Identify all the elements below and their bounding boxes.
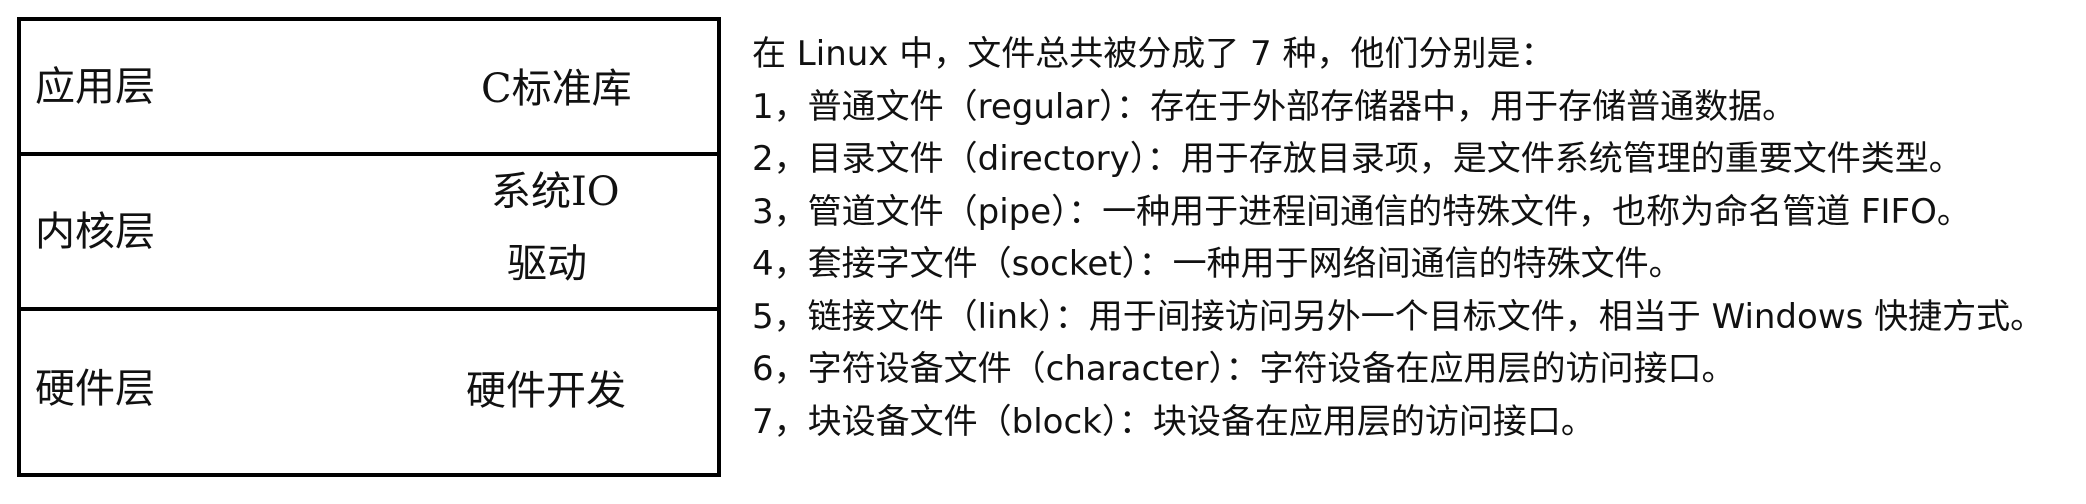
list-item: 4，套接字文件（socket）：一种用于网络间通信的特殊文件。 — [752, 244, 1683, 284]
file-types-description: 在 Linux 中，文件总共被分成了 7 种，他们分别是： 1，普通文件（reg… — [752, 28, 2082, 448]
layer-name: 硬件层 — [35, 366, 155, 412]
table-row-kernel: 内核层 系统IO 驱动 — [21, 156, 717, 311]
layer-table: 应用层 C标准库 内核层 系统IO 驱动 硬件层 硬件开发 — [17, 17, 721, 477]
description-intro: 在 Linux 中，文件总共被分成了 7 种，他们分别是： — [752, 34, 1555, 74]
layer-component: C标准库 — [481, 66, 632, 112]
list-item: 6，字符设备文件（character）：字符设备在应用层的访问接口。 — [752, 349, 1736, 389]
list-item: 2，目录文件（directory）：用于存放目录项，是文件系统管理的重要文件类型… — [752, 139, 1963, 179]
table-row-hardware: 硬件层 硬件开发 — [21, 311, 717, 473]
list-item: 1，普通文件（regular）：存在于外部存储器中，用于存储普通数据。 — [752, 86, 1797, 127]
layer-name: 内核层 — [35, 209, 155, 255]
layer-name: 应用层 — [35, 64, 155, 110]
layer-component: 系统IO — [491, 169, 620, 215]
table-row-application: 应用层 C标准库 — [21, 21, 717, 156]
layer-component: 驱动 — [507, 241, 587, 287]
list-item: 3，管道文件（pipe）：一种用于进程间通信的特殊文件，也称为命名管道 FIFO… — [752, 191, 1971, 232]
layer-component: 硬件开发 — [466, 368, 626, 414]
list-item: 5，链接文件（link）：用于间接访问另外一个目标文件，相当于 Windows … — [752, 296, 2045, 337]
list-item: 7，块设备文件（block）：块设备在应用层的访问接口。 — [752, 401, 1595, 442]
